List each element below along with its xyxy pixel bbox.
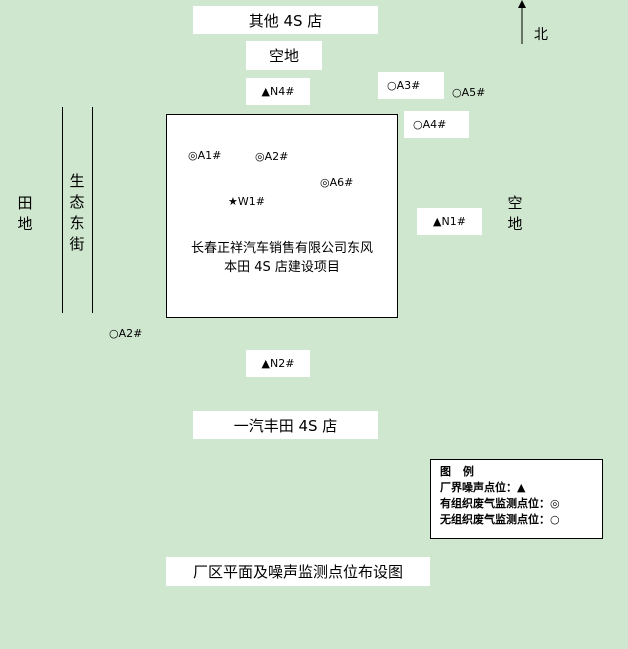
site-title-line2: 本田 4S 店建设项目: [224, 260, 340, 275]
legend-unorganized: 无组织废气监测点位：○: [440, 513, 560, 526]
legend: 图 例 厂界噪声点位：▲ 有组织废气监测点位：◎ 无组织废气监测点位：○: [430, 459, 603, 539]
street-label: 生态东街: [69, 172, 85, 253]
project-site: ◎A1# ◎A2# ◎A6# ★W1# 长春正祥汽车销售有限公司东风 本田 4S…: [166, 114, 398, 318]
water-point-w1: ★W1#: [228, 195, 265, 208]
air-point-a6: ◎A6#: [320, 176, 354, 189]
air-point-a4: ○A4#: [404, 111, 469, 138]
top-empty-box: 空地: [246, 41, 322, 70]
noise-point-n2: ▲N2#: [246, 350, 310, 377]
figure-caption: 厂区平面及噪声监测点位布设图: [166, 557, 430, 586]
legend-noise: 厂界噪声点位：▲: [440, 481, 526, 494]
site-title-line1: 长春正祥汽车销售有限公司东风: [190, 241, 373, 256]
legend-title: 图 例: [440, 465, 478, 478]
top-neighbor-box: 其他 4S 店: [193, 6, 378, 34]
air-point-a2-inner: ◎A2#: [255, 150, 289, 163]
air-point-a5: ○A5#: [452, 86, 486, 99]
air-point-a3: ○A3#: [378, 72, 444, 99]
air-point-a2-outer: ○A2#: [109, 327, 143, 340]
noise-point-n1: ▲N1#: [417, 208, 482, 235]
top-neighbor-label: 其他 4S 店: [248, 11, 323, 30]
north-arrow-icon: [518, 0, 526, 44]
west-field-label: 田地: [17, 194, 33, 233]
noise-point-n4: ▲N4#: [246, 78, 310, 105]
street-line-west: [62, 107, 63, 313]
street-line-east: [92, 107, 93, 313]
top-empty-label: 空地: [268, 47, 299, 65]
east-empty-label: 空地: [507, 194, 523, 233]
bottom-neighbor-box: 一汽丰田 4S 店: [193, 411, 378, 439]
north-label: 北: [534, 27, 548, 43]
bottom-neighbor-label: 一汽丰田 4S 店: [233, 416, 338, 435]
legend-organized: 有组织废气监测点位：◎: [440, 497, 560, 510]
air-point-a1: ◎A1#: [188, 149, 222, 162]
